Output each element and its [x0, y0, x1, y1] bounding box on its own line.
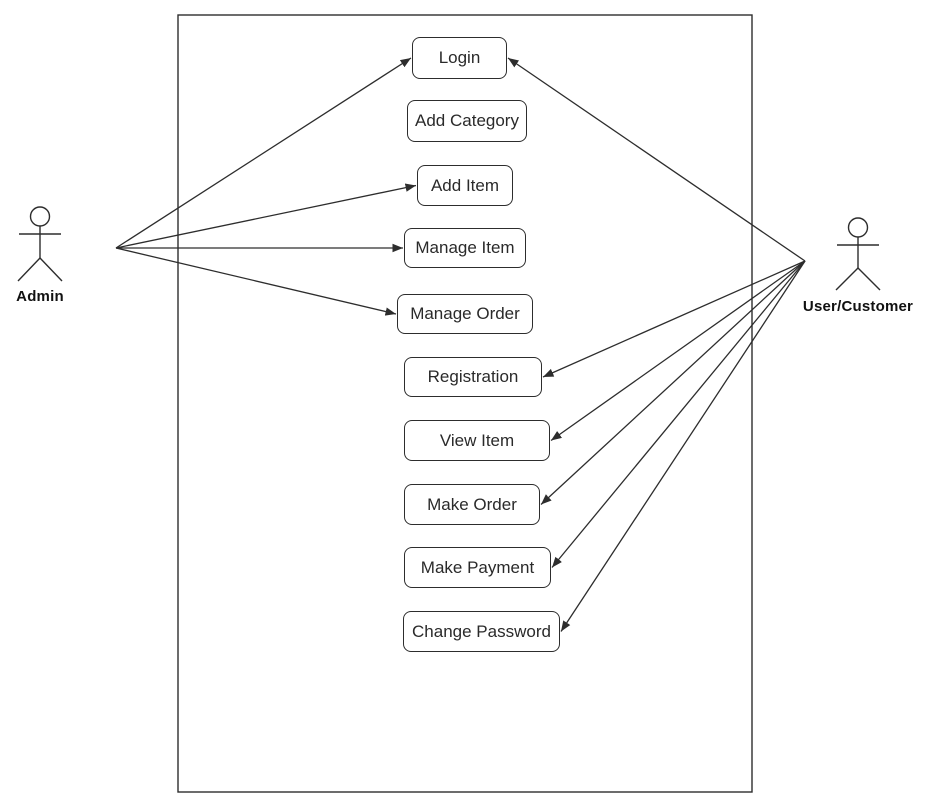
usecase-registration: Registration — [404, 357, 542, 397]
usecase-make-payment: Make Payment — [404, 547, 551, 588]
actor-user — [835, 217, 881, 291]
usecase-add-category: Add Category — [407, 100, 527, 142]
association-user-registration — [542, 260, 806, 378]
association-admin-login — [115, 57, 412, 249]
usecase-add-item: Add Item — [417, 165, 513, 206]
actor-label-admin: Admin — [16, 288, 64, 305]
usecase-label: Manage Order — [410, 304, 520, 323]
usecase-label: Login — [438, 48, 481, 67]
association-user-login — [507, 57, 806, 262]
usecase-make-order: Make Order — [404, 484, 540, 525]
usecase-label: Registration — [427, 367, 519, 386]
system-boundary — [177, 14, 753, 793]
usecase-change-password: Change Password — [403, 611, 560, 652]
usecase-label: Change Password — [412, 621, 551, 641]
association-admin-manage-order — [115, 247, 397, 316]
association-user-change-password — [560, 260, 806, 632]
usecase-manage-item: Manage Item — [404, 228, 526, 268]
actor-label-user: User/Customer — [802, 298, 914, 315]
association-user-make-order — [540, 260, 806, 505]
usecase-label: Add Item — [430, 175, 500, 195]
association-user-view-item — [550, 260, 806, 442]
actor-admin — [17, 206, 63, 282]
usecase-label: View Item — [439, 430, 515, 450]
stick-figure-head-icon — [29, 206, 51, 227]
usecase-label: Make Order — [427, 494, 517, 514]
usecase-label: Manage Item — [415, 238, 515, 257]
usecase-view-item: View Item — [404, 420, 550, 461]
association-user-make-payment — [551, 260, 806, 568]
usecase-label: Add Category — [415, 111, 519, 130]
usecase-manage-order: Manage Order — [397, 294, 533, 334]
usecase-login: Login — [412, 37, 507, 79]
usecase-label: Make Payment — [420, 557, 535, 577]
association-admin-add-item — [115, 183, 417, 249]
stick-figure-head-icon — [847, 217, 869, 238]
